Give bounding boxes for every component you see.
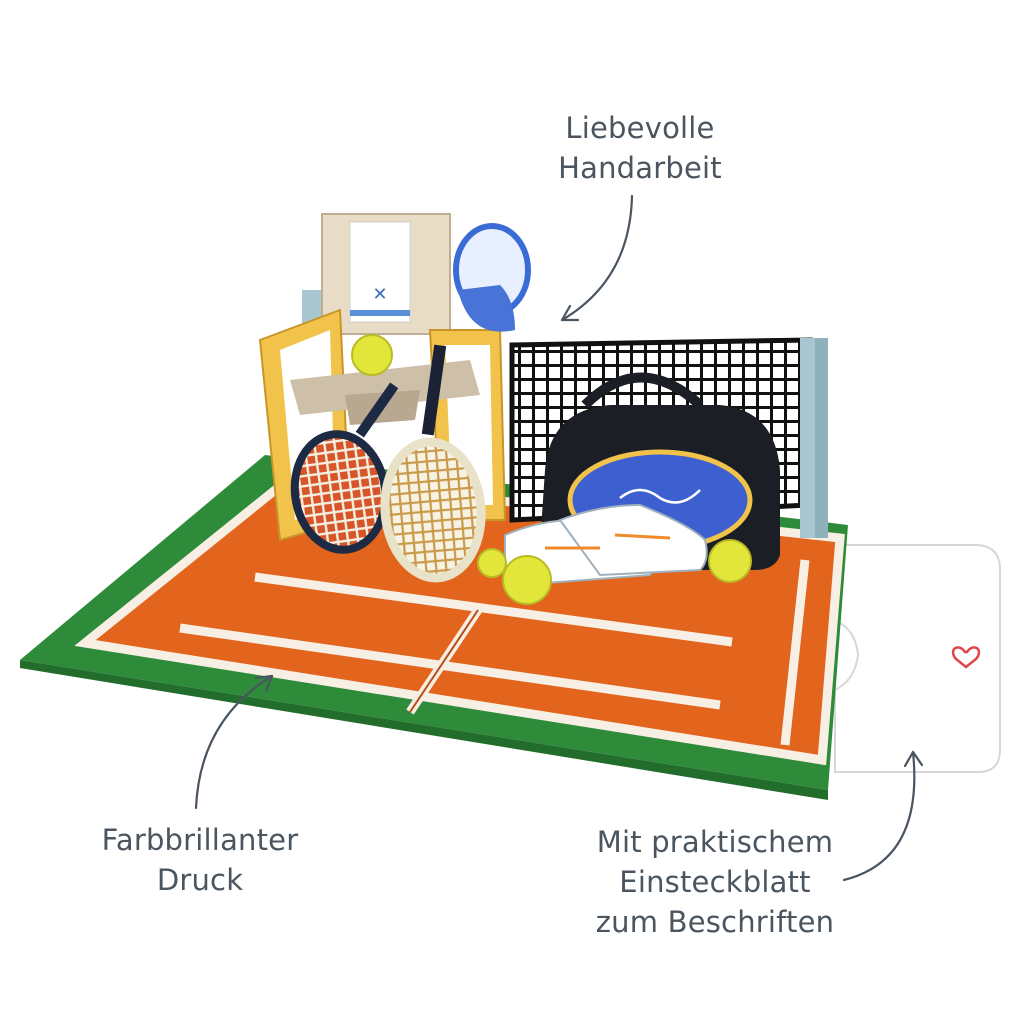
tennis-ball	[351, 334, 393, 376]
heart-logo-icon	[951, 646, 981, 669]
arrow-to-print-icon	[194, 674, 274, 810]
arrow-to-insert-icon	[842, 750, 924, 882]
annotation-insert-line-2: Einsteckblatt	[619, 865, 811, 899]
annotation-print-line-2: Druck	[156, 863, 244, 897]
annotation-print-line-1: Farbbrillanter	[101, 823, 299, 857]
svg-text:✕: ✕	[372, 284, 387, 305]
tennis-ball	[477, 548, 507, 578]
tennis-ball	[708, 539, 752, 583]
annotation-insert-line-3: zum Beschriften	[595, 905, 835, 939]
towel: ✕	[349, 221, 411, 323]
annotation-insert: Mit praktischem Einsteckblatt zum Beschr…	[570, 822, 860, 942]
annotation-insert-line-1: Mit praktischem	[596, 825, 834, 859]
annotation-print: Farbbrillanter Druck	[60, 820, 340, 900]
annotation-handmade-line-2: Handarbeit	[558, 151, 722, 185]
cap	[453, 223, 531, 332]
insert-card	[834, 544, 1001, 773]
court-lines	[74, 473, 845, 766]
racket-right	[380, 344, 486, 583]
annotation-handmade: Liebevolle Handarbeit	[520, 108, 760, 188]
annotation-handmade-line-1: Liebevolle	[565, 111, 715, 145]
arrow-to-handmade-icon	[560, 194, 634, 322]
tennis-ball	[502, 555, 552, 605]
